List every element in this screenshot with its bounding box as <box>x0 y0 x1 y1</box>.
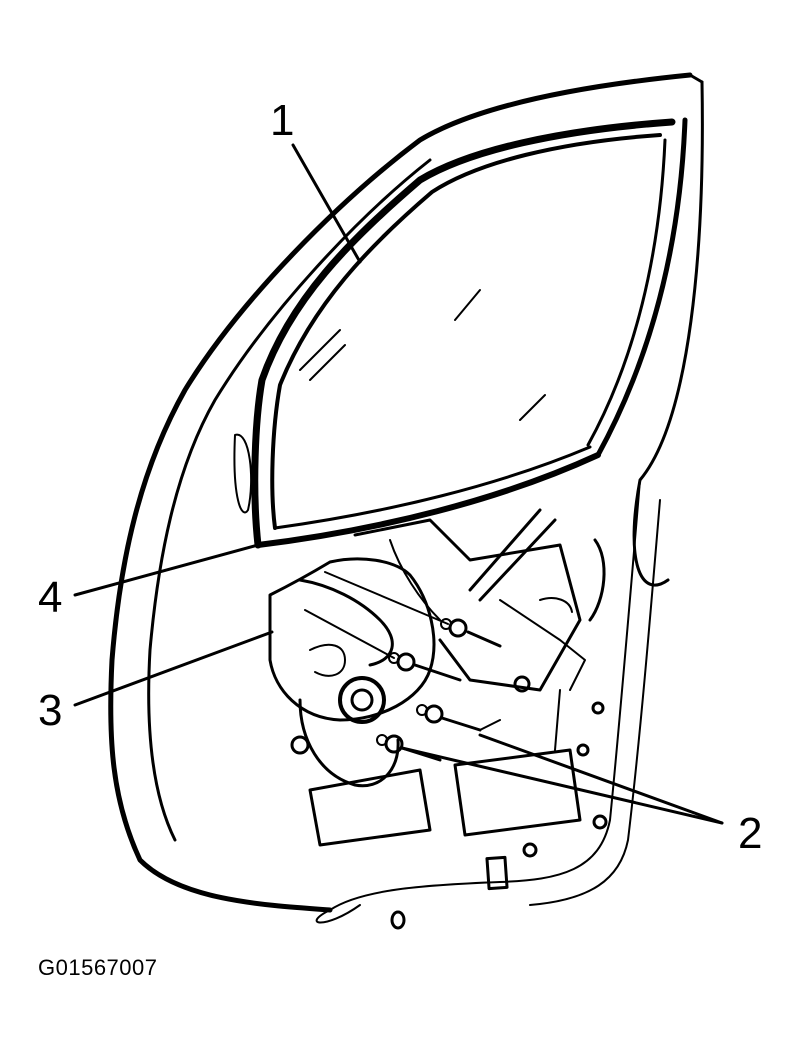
window-regulator <box>268 508 586 722</box>
leader-line-3 <box>73 630 274 707</box>
leader-line-2b <box>400 746 724 825</box>
leader-line-2a <box>478 733 724 825</box>
bolt-3 <box>416 704 482 732</box>
callout-3: 3 <box>38 686 62 735</box>
callout-2: 2 <box>738 809 762 858</box>
bolt-4 <box>376 734 442 762</box>
leader-line-1 <box>291 143 362 264</box>
figure-id-label: G01567007 <box>38 955 158 980</box>
callout-1: 1 <box>270 96 294 145</box>
window-glass <box>251 117 688 549</box>
bolt-axis-line-2 <box>304 609 395 659</box>
inner-panel-openings <box>308 538 608 930</box>
bolts <box>376 618 531 762</box>
bolt-2 <box>388 652 462 682</box>
bolt-5 <box>513 675 531 693</box>
bolt-1 <box>440 618 502 648</box>
window-motor <box>290 643 400 788</box>
callout-4: 4 <box>38 573 62 622</box>
bolt-axis-line-1 <box>324 571 449 625</box>
door-frame <box>108 72 704 924</box>
leader-line-4 <box>73 543 260 597</box>
leader-lines <box>73 143 724 825</box>
